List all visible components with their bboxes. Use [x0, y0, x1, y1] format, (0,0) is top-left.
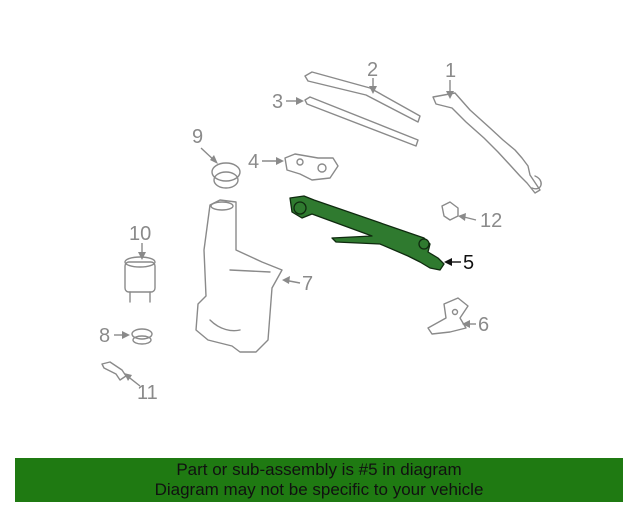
callout-1[interactable]: 1: [445, 60, 456, 82]
part-5-wiper-linkage[interactable]: [289, 195, 445, 271]
part-10-washer-pump[interactable]: [124, 256, 156, 303]
part-3-blade-insert[interactable]: [304, 96, 419, 147]
callout-8[interactable]: 8: [99, 325, 110, 347]
callout-9[interactable]: 9: [192, 126, 203, 148]
part-8-grommet[interactable]: [131, 328, 153, 345]
part-2-wiper-blade[interactable]: [304, 71, 421, 123]
callout-2[interactable]: 2: [367, 59, 378, 81]
part-11-bolt[interactable]: [101, 361, 127, 381]
part-12-nut[interactable]: [441, 201, 459, 221]
part-4-wiper-motor[interactable]: [284, 153, 339, 181]
part-9-reservoir-cap[interactable]: [211, 162, 241, 189]
callout-7[interactable]: 7: [302, 273, 313, 295]
callout-6[interactable]: 6: [478, 314, 489, 336]
part-7-washer-reservoir[interactable]: [195, 199, 283, 353]
leader-lines: [114, 78, 477, 387]
callout-3[interactable]: 3: [272, 91, 283, 113]
arrowheads: [122, 86, 470, 381]
banner-line-1: Part or sub-assembly is #5 in diagram: [176, 460, 462, 479]
callout-5[interactable]: 5: [463, 252, 474, 274]
callout-11[interactable]: 11: [137, 382, 158, 404]
callout-12[interactable]: 12: [480, 210, 502, 232]
info-banner: Part or sub-assembly is #5 in diagram Di…: [15, 458, 623, 502]
part-1-wiper-arm[interactable]: [432, 92, 542, 194]
part-6-bracket[interactable]: [427, 297, 469, 335]
banner-line-2: Diagram may not be specific to your vehi…: [154, 480, 484, 499]
callout-10[interactable]: 10: [129, 223, 151, 245]
callout-4[interactable]: 4: [248, 151, 259, 173]
